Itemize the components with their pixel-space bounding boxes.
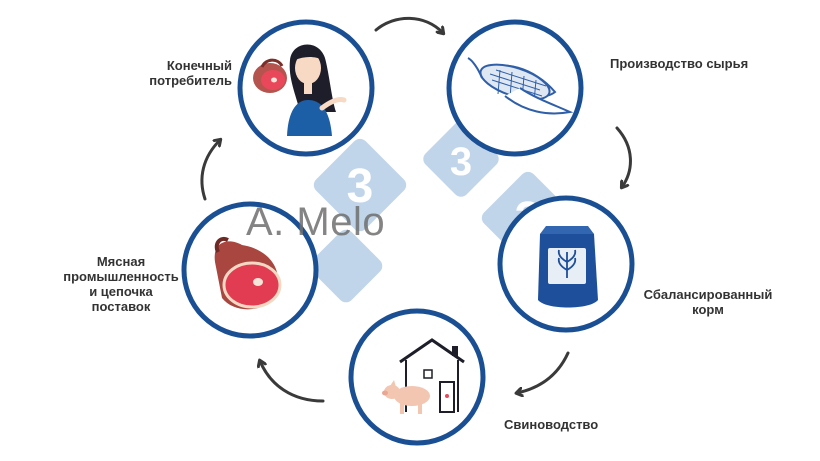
label-meat-line4: поставок xyxy=(91,299,151,314)
node-consumer xyxy=(237,19,375,157)
label-feed-line2: корм xyxy=(692,302,724,317)
label-consumer: Конечный потребитель xyxy=(136,58,232,88)
label-feed-line1: Сбалансированный xyxy=(643,287,773,302)
watermark-tile-bottom xyxy=(309,229,383,303)
label-meat-line1: Мясная xyxy=(96,254,146,269)
arrow-meat-to-consumer xyxy=(200,140,220,201)
arrow-raw-to-feed xyxy=(615,126,632,187)
node-meat-industry xyxy=(181,201,319,339)
arrow-pig-to-meat xyxy=(260,361,325,403)
consumer-illustration xyxy=(253,44,347,136)
label-consumer-line2: потребитель xyxy=(149,73,232,88)
ham-cut-icon xyxy=(214,237,282,310)
watermark-text: A. Melo xyxy=(246,200,386,244)
node-pig-farming xyxy=(348,308,486,446)
label-meat-line3: и цепочка xyxy=(89,284,153,299)
ham-icon xyxy=(253,58,287,93)
arrow-feed-to-pig xyxy=(517,351,570,393)
watermark-glyph-top: 3 xyxy=(450,140,472,184)
node-raw-materials xyxy=(446,19,584,157)
label-meat-line2: промышленность xyxy=(63,269,179,284)
label-raw-materials: Производство сырья xyxy=(610,56,749,71)
label-feed: Сбалансированный корм xyxy=(640,287,776,317)
watermark-tile-left: 3 xyxy=(313,138,407,232)
arrow-consumer-to-raw xyxy=(374,16,443,33)
feed-bag-icon xyxy=(538,226,598,308)
watermark-glyph-left: 3 xyxy=(347,160,374,213)
pig-icon xyxy=(382,380,430,414)
node-feed xyxy=(497,195,635,333)
label-meat-industry: Мясная промышленность и цепочка поставок xyxy=(58,254,184,314)
label-consumer-line1: Конечный xyxy=(166,58,232,73)
pig-farm-icon xyxy=(382,338,465,414)
label-pig-farming: Свиноводство xyxy=(504,417,599,432)
corn-icon xyxy=(467,57,574,115)
